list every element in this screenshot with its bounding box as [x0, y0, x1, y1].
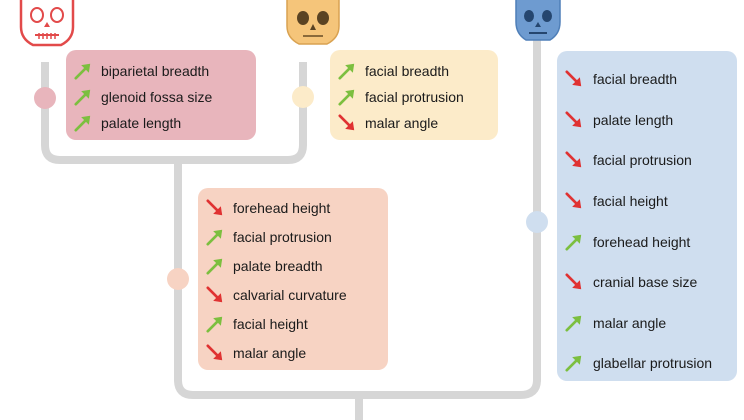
- trait-item: facial breadth: [557, 59, 737, 100]
- trait-item: cranial base size: [557, 262, 737, 303]
- skull-icon-blue: [515, 0, 561, 41]
- arrow-up-icon: [565, 356, 582, 373]
- arrow-up-icon: [74, 63, 91, 80]
- trait-label: facial protrusion: [593, 152, 692, 169]
- arrow-up-icon: [338, 89, 355, 106]
- trait-item: glenoid fossa size: [66, 84, 256, 110]
- trait-item: malar angle: [330, 110, 498, 136]
- arrow-down-icon: [565, 192, 582, 209]
- trait-item: malar angle: [198, 338, 388, 367]
- trait-item: facial height: [198, 309, 388, 338]
- trait-label: palate length: [101, 115, 182, 131]
- trait-label: malar angle: [365, 115, 439, 131]
- arrow-down-icon: [206, 198, 223, 215]
- arrow-up-icon: [565, 315, 582, 332]
- trait-item: forehead height: [198, 193, 388, 222]
- trait-label: facial protrusion: [233, 228, 332, 245]
- arrow-down-icon: [206, 285, 223, 302]
- node-salmon: [167, 268, 189, 290]
- node-red: [34, 87, 56, 109]
- trait-item: palate length: [557, 100, 737, 141]
- trait-label: biparietal breadth: [101, 63, 210, 79]
- trait-item: calvarial curvature: [198, 280, 388, 309]
- trait-item: forehead height: [557, 221, 737, 262]
- arrow-up-icon: [74, 115, 91, 132]
- trait-item: palate length: [66, 110, 256, 136]
- arrow-up-icon: [74, 89, 91, 106]
- arrow-down-icon: [206, 343, 223, 360]
- node-blue: [526, 211, 548, 233]
- trait-label: palate breadth: [233, 257, 323, 274]
- trait-label: cranial base size: [593, 274, 698, 291]
- trait-label: facial breadth: [593, 71, 678, 88]
- arrow-up-icon: [565, 234, 582, 251]
- trait-item: glabellar protrusion: [557, 343, 737, 384]
- arrow-down-icon: [565, 70, 582, 87]
- trait-label: calvarial curvature: [233, 286, 347, 303]
- skull-icon-yellow: [286, 0, 340, 45]
- trait-box-salmon: forehead height facial protrusion palate b…: [198, 188, 388, 370]
- trait-item: facial height: [557, 181, 737, 222]
- arrow-up-icon: [206, 258, 223, 275]
- trait-item: facial breadth: [330, 58, 498, 84]
- trait-box-blue: facial breadth palate length facial protru…: [557, 51, 737, 381]
- arrow-down-icon: [565, 273, 582, 290]
- trait-label: forehead height: [593, 233, 691, 250]
- trait-item: palate breadth: [198, 251, 388, 280]
- trait-label: malar angle: [593, 314, 667, 331]
- trait-box-yellow: facial breadth facial protrusion malar ang…: [330, 50, 498, 140]
- trait-item: facial protrusion: [557, 140, 737, 181]
- trait-label: facial protrusion: [365, 89, 464, 105]
- trait-label: palate length: [593, 111, 674, 128]
- arrow-down-icon: [338, 114, 355, 131]
- trait-label: facial breadth: [365, 63, 450, 79]
- trait-item: biparietal breadth: [66, 58, 256, 84]
- trait-label: facial height: [233, 315, 308, 332]
- arrow-down-icon: [565, 151, 582, 168]
- trait-label: malar angle: [233, 344, 307, 361]
- trait-label: glabellar protrusion: [593, 355, 713, 372]
- skull-icon-red: [19, 0, 75, 47]
- arrow-up-icon: [338, 63, 355, 80]
- trait-item: facial protrusion: [330, 84, 498, 110]
- arrow-up-icon: [206, 316, 223, 333]
- trait-box-red: biparietal breadth glenoid fossa size pala…: [66, 50, 256, 140]
- trait-item: facial protrusion: [198, 222, 388, 251]
- trait-item: malar angle: [557, 303, 737, 344]
- node-yellow: [292, 86, 314, 108]
- trait-label: glenoid fossa size: [101, 89, 213, 105]
- arrow-down-icon: [565, 111, 582, 128]
- arrow-up-icon: [206, 229, 223, 246]
- trait-label: forehead height: [233, 199, 331, 216]
- trait-label: facial height: [593, 193, 668, 210]
